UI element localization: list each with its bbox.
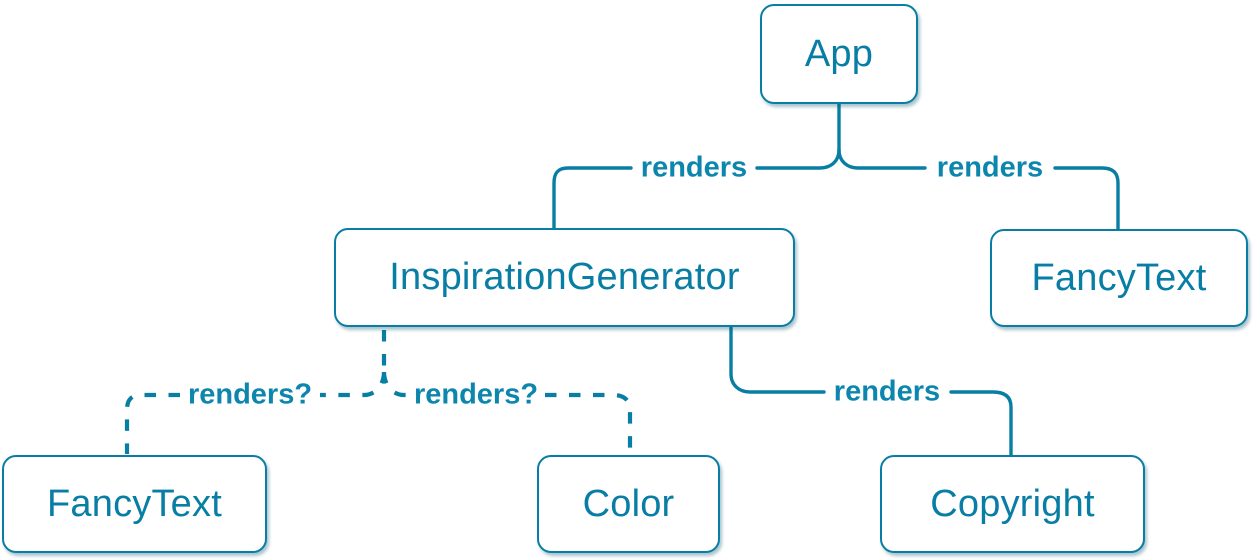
node-app: App xyxy=(760,4,918,104)
edge-label-renders-copyright: renders xyxy=(830,377,944,407)
node-fancy-text-right: FancyText xyxy=(990,229,1248,327)
edge-inspirationgenerator-copyright xyxy=(729,326,1013,458)
node-copyright: Copyright xyxy=(880,455,1145,553)
edge-label-renders-app-left: renders xyxy=(637,153,751,183)
edge-app-fancytext xyxy=(837,148,1120,232)
edge-label-renders-question-right: renders? xyxy=(410,380,542,410)
node-inspiration-generator: InspirationGenerator xyxy=(334,228,795,327)
node-fancy-text-bottom: FancyText xyxy=(2,455,267,553)
edge-label-renders-question-left: renders? xyxy=(184,380,316,410)
edge-label-renders-app-right: renders xyxy=(933,153,1047,183)
node-color: Color xyxy=(537,455,720,553)
edge-inspirationgenerator-color-dashed xyxy=(381,371,633,452)
